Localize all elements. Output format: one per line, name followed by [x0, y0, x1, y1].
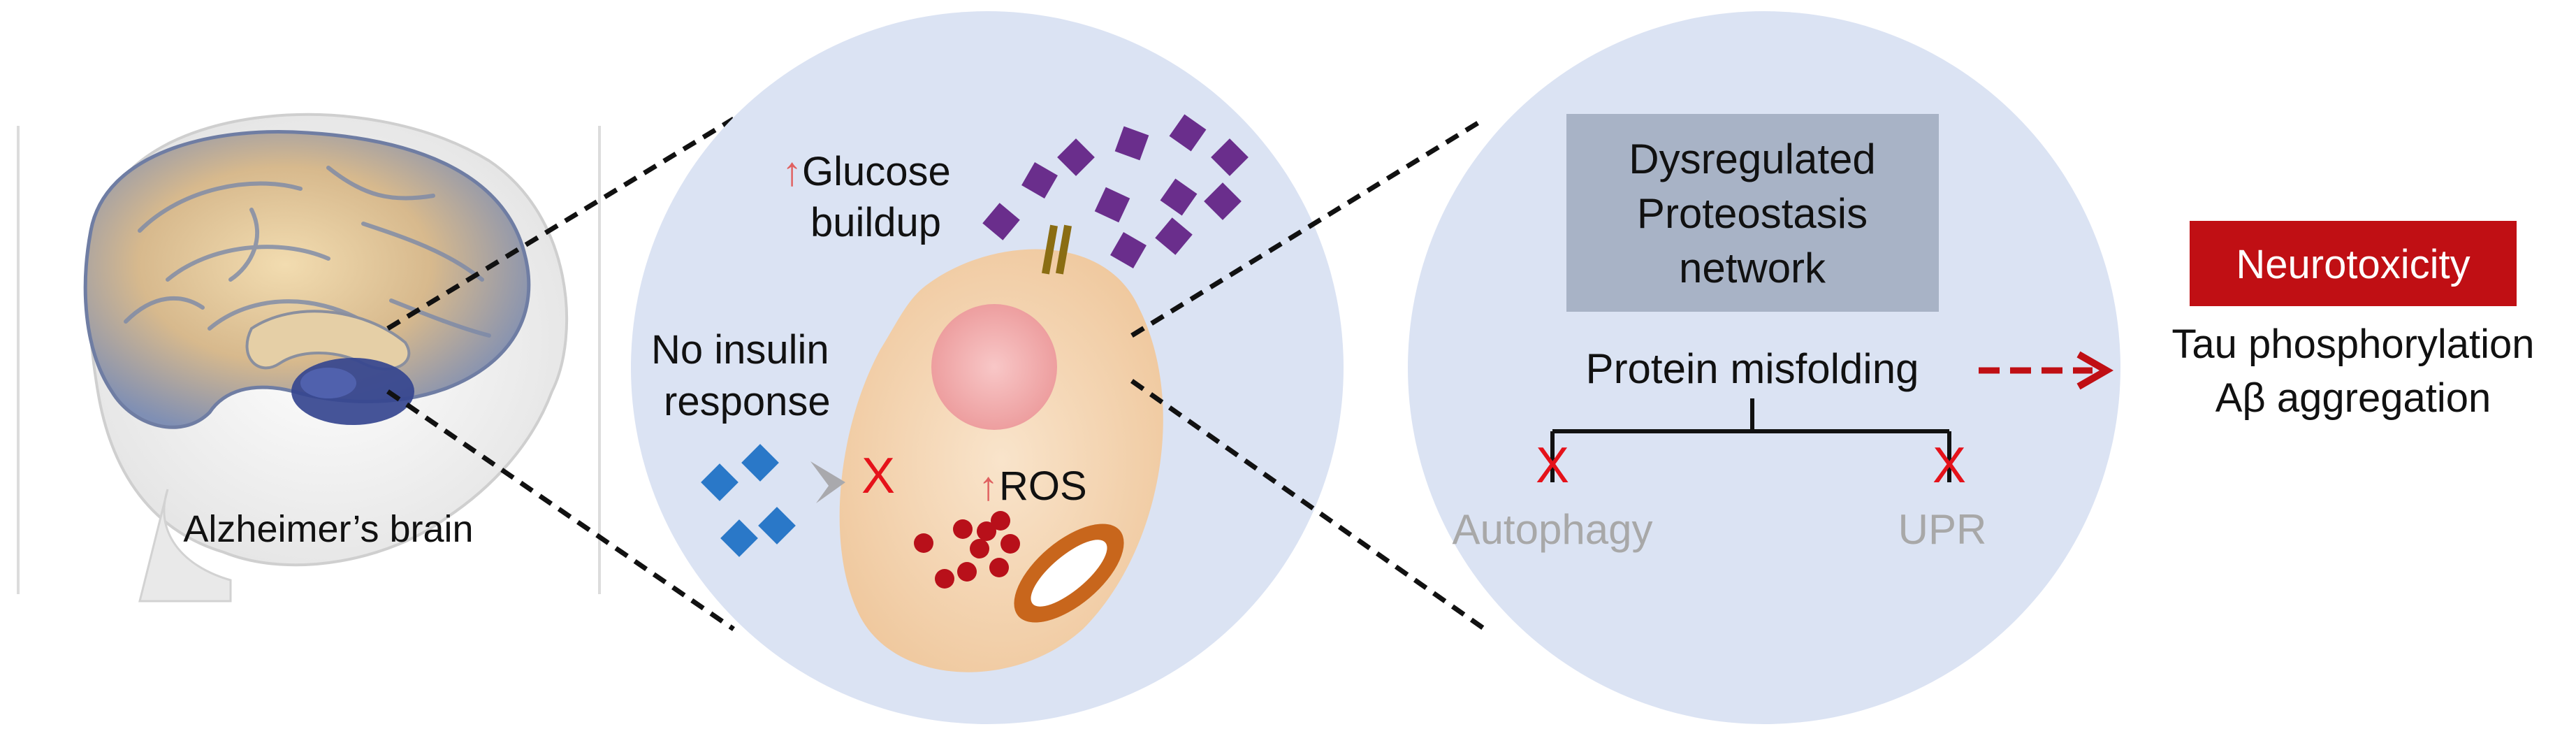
insulin-label-line2: response	[664, 379, 831, 424]
autophagy-block-mark: X	[1536, 438, 1569, 493]
neck-shape	[138, 489, 232, 603]
brain-label: Alzheimer’s brain	[183, 508, 473, 550]
neurotoxicity-badge-label: Neurotoxicity	[2236, 242, 2470, 287]
proteostasis-box-line2: Proteostasis	[1637, 190, 1868, 237]
insulin-label-line1: No insulin	[651, 327, 829, 373]
ros-particle	[1000, 534, 1020, 554]
glucose-molecule	[1114, 126, 1149, 161]
ros-label: ROS	[999, 463, 1087, 509]
glucose-molecule	[1021, 162, 1058, 199]
ros-up-arrow: ↑	[978, 463, 998, 509]
hippocampus-highlight	[300, 368, 356, 398]
proteostasis-box	[1566, 114, 1939, 312]
glucose-molecule	[1155, 217, 1193, 255]
glucose-molecule	[1169, 114, 1207, 152]
ros-particle	[935, 569, 954, 589]
ros-particle	[989, 558, 1009, 577]
brain-panel: Alzheimer’s brain	[17, 113, 601, 603]
zoom-line-bottom-2	[1130, 379, 1487, 631]
upr-label: UPR	[1898, 506, 1987, 553]
proteostasis-box-line3: network	[1679, 245, 1826, 291]
neurotoxicity-arrow-head	[2076, 351, 2114, 390]
insulin-receptor	[810, 461, 845, 503]
ros-particle	[914, 533, 933, 553]
glucose-label-line2: buildup	[810, 200, 941, 245]
cell-panel	[631, 11, 1344, 724]
brain-outline	[83, 130, 531, 429]
ros-particle	[991, 511, 1010, 531]
glucose-transporter-bar-right	[1055, 224, 1072, 275]
glucose-transporter-bar-left	[1041, 224, 1058, 275]
proteostasis-box-line1: Dysregulated	[1629, 136, 1876, 182]
proteostasis-panel: Dysregulated Proteostasis network Protei…	[1408, 11, 2120, 724]
glucose-molecule	[1094, 187, 1130, 223]
glucose-label-line1: Glucose	[802, 149, 951, 194]
glucose-molecule	[1160, 178, 1198, 216]
insulin-block-mark: X	[861, 448, 895, 504]
nucleus	[931, 304, 1057, 430]
ros-particle	[957, 562, 977, 582]
abeta-aggregation-label: Aβ aggregation	[2215, 375, 2491, 421]
zoom-line-bottom	[386, 389, 735, 631]
neurotoxicity-badge	[2190, 221, 2517, 306]
ros-particle	[953, 519, 973, 539]
upr-block-mark: X	[1933, 438, 1966, 493]
brain-sulci	[124, 166, 491, 338]
ros-particle	[977, 521, 996, 541]
glucose-up-arrow: ↑	[782, 149, 802, 194]
mitochondrion	[1014, 524, 1124, 623]
ros-particles	[914, 511, 1020, 589]
outcome-panel: Neurotoxicity Tau phosphorylation Aβ agg…	[2171, 221, 2535, 421]
glucose-molecule	[1110, 232, 1147, 268]
protein-misfolding-label: Protein misfolding	[1586, 345, 1919, 392]
ros-particle	[970, 539, 989, 558]
glucose-molecule	[982, 203, 1020, 240]
tau-phosphorylation-label: Tau phosphorylation	[2171, 322, 2534, 367]
autophagy-label: Autophagy	[1453, 506, 1653, 553]
